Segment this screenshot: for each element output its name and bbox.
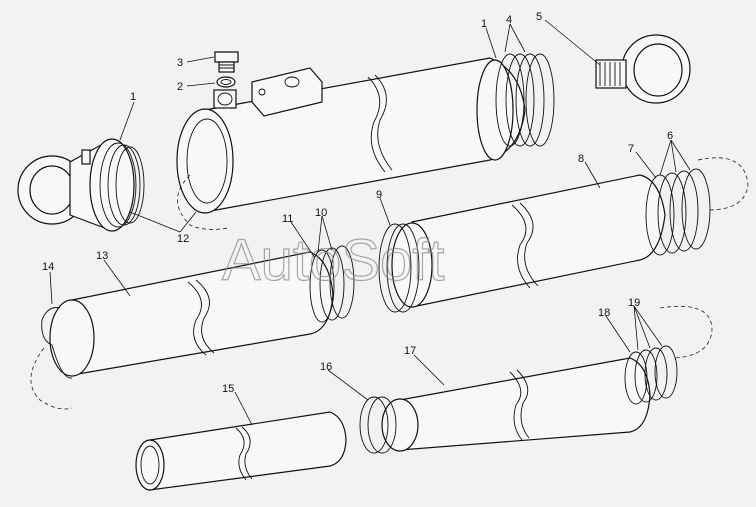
callout-1-right: 1 [481,18,487,30]
callout-7: 7 [628,143,634,155]
split-ring-14 [41,307,73,379]
callout-11: 11 [282,213,293,225]
callout-1-left: 1 [130,91,136,103]
ring-16 [359,396,397,454]
callout-19: 19 [628,297,640,309]
rings-10-11 [309,245,355,323]
tube-8 [391,174,666,308]
ring-9 [378,223,420,313]
callout-6: 6 [667,130,673,142]
leader-lines [49,19,691,426]
watermark: AutoSoft [222,228,444,293]
callout-12: 12 [177,233,189,245]
assembly-path-2 [697,157,749,211]
callout-17: 17 [404,345,416,357]
callout-9: 9 [376,189,382,201]
callout-8: 8 [578,153,584,165]
callout-labels: 1 1 2 3 4 5 6 7 8 9 10 11 12 13 14 15 16… [42,11,673,395]
callout-18: 18 [598,307,610,319]
callout-5: 5 [536,11,542,23]
callout-14: 14 [42,261,54,273]
callout-4: 4 [506,14,512,26]
callout-16: 16 [320,361,332,373]
rod-eye-5 [595,34,691,104]
tube-17 [381,357,651,452]
assembly-path-4 [659,305,713,359]
plug-bolt-3 [214,51,239,73]
callout-15: 15 [222,383,234,395]
assembly-path-1 [177,174,229,230]
port-block [251,67,323,117]
assembly-path-3 [30,347,73,410]
callout-2: 2 [177,81,183,93]
left-end-cap [17,138,145,232]
rings-18-19 [624,345,678,405]
callout-13: 13 [96,250,108,262]
tube-13 [49,251,334,377]
callout-10: 10 [315,207,327,219]
callout-3: 3 [177,57,183,69]
washer-2 [216,76,236,88]
sleeve-15 [135,411,347,491]
oil-fitting [213,89,237,109]
seal-rings-4 [495,53,555,147]
